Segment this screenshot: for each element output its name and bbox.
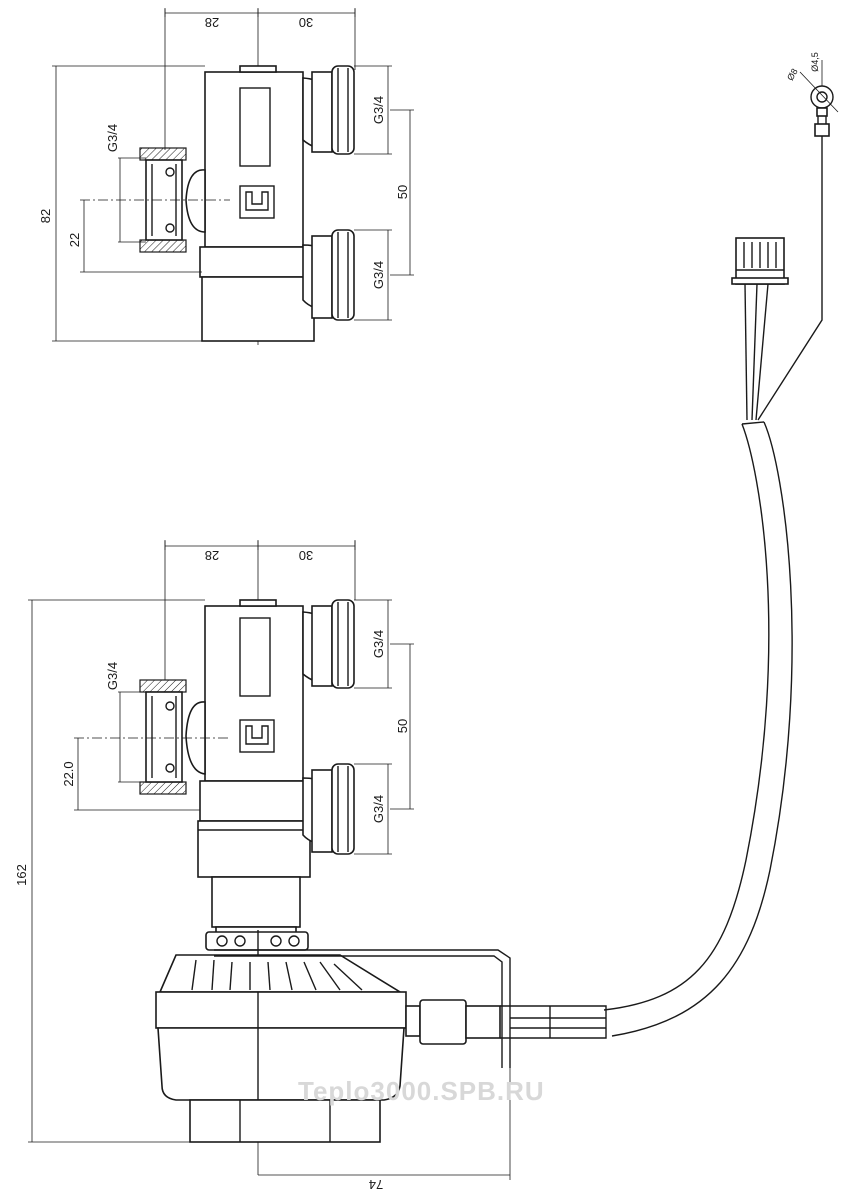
top-dim-50: 50 xyxy=(395,185,410,199)
asm-thread-side: G3/4 xyxy=(105,662,120,690)
watermark-text: Teplo3000.SPB.RU xyxy=(298,1076,545,1106)
valve-assembly-view: 28 30 G3/4 G3/4 G3/4 162 50 22.0 74 xyxy=(14,540,607,1192)
asm-dim-50: 50 xyxy=(395,719,410,733)
valve-top-view: 28 30 G3/4 G3/4 G3/4 82 50 22 xyxy=(38,8,414,345)
asm-dim-162: 162 xyxy=(14,864,29,886)
asm-dim-30: 30 xyxy=(299,548,313,563)
ring-dim-hole: Ø4,5 xyxy=(810,52,820,72)
top-thread-upper: G3/4 xyxy=(371,96,386,124)
asm-thread-lower: G3/4 xyxy=(371,795,386,823)
asm-thread-upper: G3/4 xyxy=(371,630,386,658)
top-dim-28: 28 xyxy=(205,15,219,30)
wire-harness: Ø8 Ø4,5 xyxy=(603,52,839,1037)
ring-terminal-icon xyxy=(810,85,834,109)
asm-dim-74: 74 xyxy=(369,1177,383,1192)
top-dim-82: 82 xyxy=(38,209,53,223)
top-thread-side: G3/4 xyxy=(105,124,120,152)
asm-dim-22: 22.0 xyxy=(61,761,76,786)
top-dim-30: 30 xyxy=(299,15,313,30)
top-dim-22: 22 xyxy=(67,233,82,247)
asm-dim-28: 28 xyxy=(205,548,219,563)
ring-dim-outer: Ø8 xyxy=(785,67,800,82)
top-thread-lower: G3/4 xyxy=(371,261,386,289)
